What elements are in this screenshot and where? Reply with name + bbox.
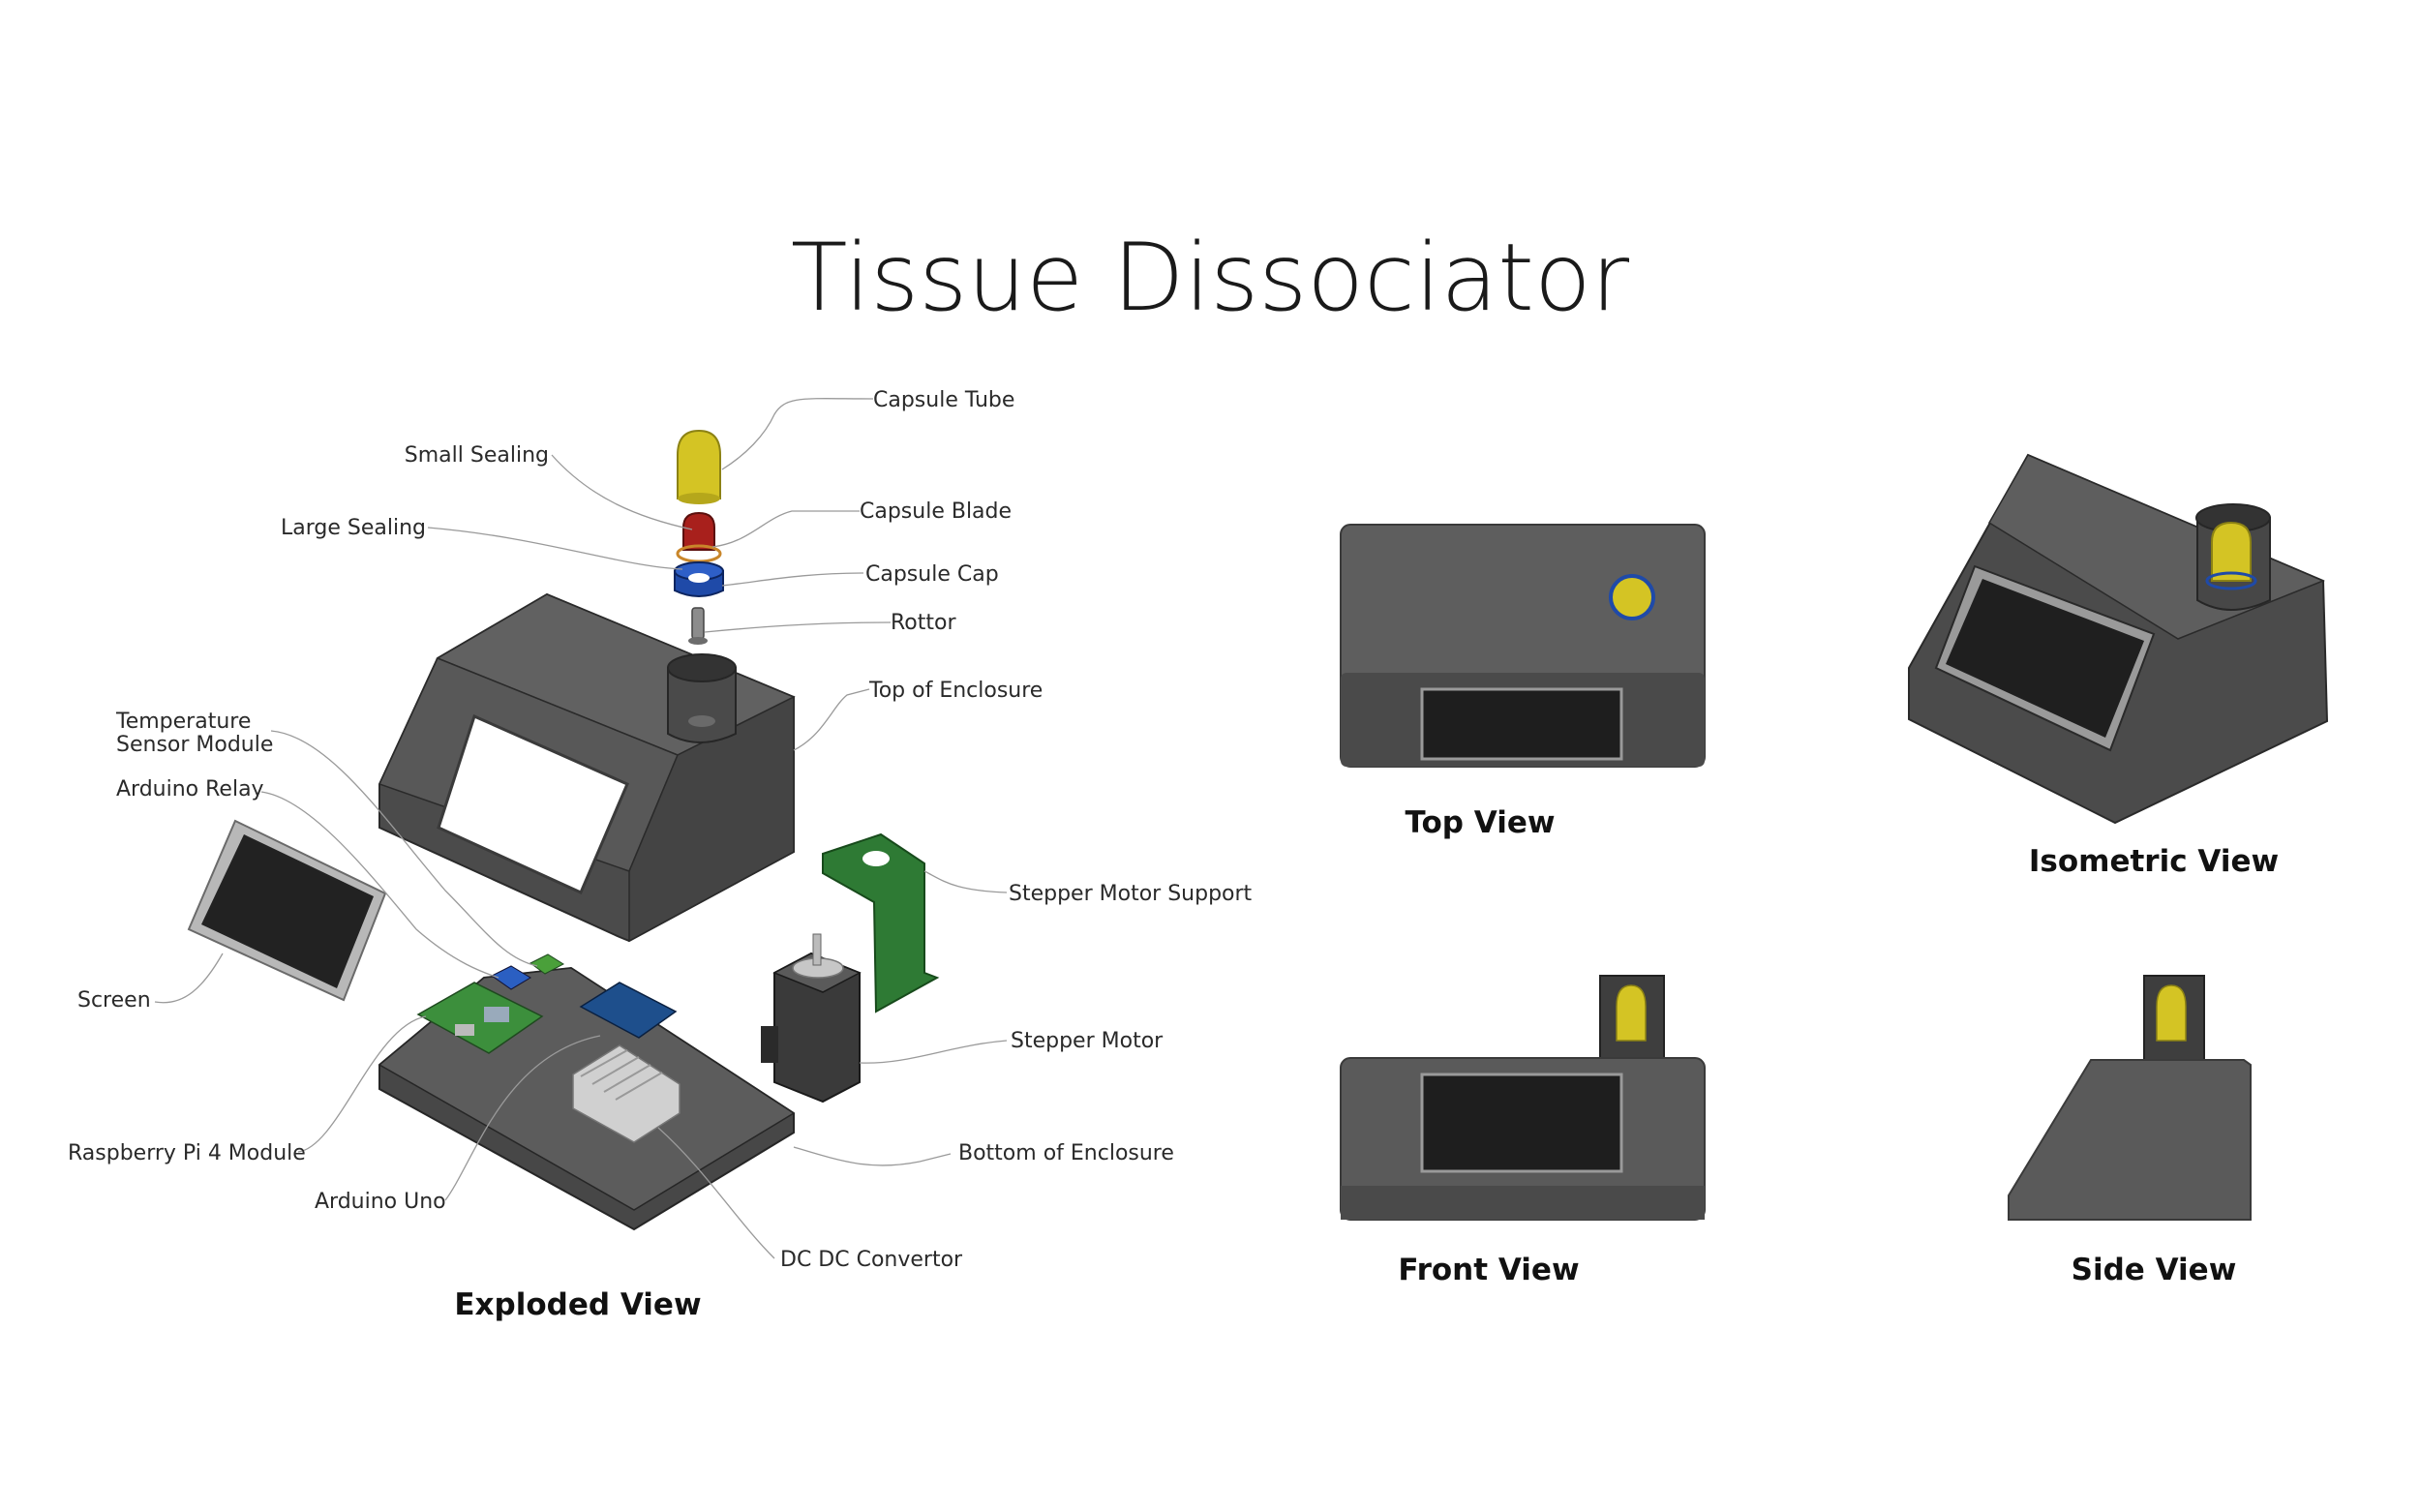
label-stepper-motor: Stepper Motor	[1011, 1029, 1164, 1053]
label-bottom-enclosure: Bottom of Enclosure	[958, 1141, 1174, 1165]
raspberry-pi-part	[416, 982, 544, 1054]
dcdc-converter-part	[572, 1044, 681, 1143]
capsule-cap-leader	[721, 572, 864, 587]
temp-sensor-leader	[270, 730, 538, 967]
label-dcdc: DC DC Convertor	[780, 1248, 963, 1272]
front-view: Front View	[1340, 975, 1706, 1287]
label-small-sealing: Small Sealing	[405, 443, 549, 468]
raspberry-pi-leader	[297, 1015, 427, 1153]
label-capsule-tube: Capsule Tube	[873, 388, 1014, 412]
top-enclosure-leader	[793, 688, 870, 751]
stepper-motor-part	[761, 933, 862, 1104]
label-top-enclosure: Top of Enclosure	[868, 679, 1043, 703]
page-title: Tissue Dissociator	[791, 224, 1630, 332]
label-arduino-uno: Arduino Uno	[315, 1190, 446, 1214]
bottom-enclosure-leader	[793, 1146, 952, 1166]
front-view-caption: Front View	[1398, 1253, 1579, 1287]
dcdc-leader	[657, 1127, 775, 1259]
label-temp-sensor-line2: Sensor Module	[116, 733, 273, 757]
label-rottor: Rottor	[891, 611, 956, 635]
temp-sensor-part	[529, 953, 565, 975]
stepper-motor-leader	[859, 1040, 1008, 1064]
exploded-view: Capsule Tube Small Sealing Capsule Blade…	[68, 388, 1253, 1322]
side-view: Side View	[2008, 975, 2252, 1287]
rottor-part	[688, 607, 708, 645]
label-arduino-relay: Arduino Relay	[116, 777, 264, 801]
top-enclosure-part	[378, 592, 796, 943]
label-screen: Screen	[77, 988, 151, 1013]
capsule-tube-leader	[721, 398, 874, 470]
label-large-sealing: Large Sealing	[281, 516, 426, 540]
label-stepper-support: Stepper Motor Support	[1009, 882, 1253, 906]
side-view-caption: Side View	[2072, 1253, 2237, 1287]
capsule-tube-part	[677, 429, 721, 504]
arduino-uno-leader	[444, 1035, 601, 1201]
arduino-relay-part	[491, 965, 531, 990]
top-view-caption: Top View	[1405, 805, 1555, 840]
isometric-view-caption: Isometric View	[2029, 844, 2279, 879]
stepper-support-part	[822, 832, 940, 1013]
large-sealing-leader	[427, 527, 683, 570]
stepper-support-leader	[923, 870, 1008, 893]
label-raspberry-pi: Raspberry Pi 4 Module	[68, 1141, 306, 1165]
rottor-leader	[704, 621, 892, 633]
label-capsule-blade: Capsule Blade	[860, 499, 1012, 524]
exploded-view-caption: Exploded View	[454, 1287, 701, 1322]
capsule-blade-part	[676, 511, 722, 563]
screen-part	[187, 819, 387, 1002]
label-capsule-cap: Capsule Cap	[865, 562, 999, 587]
top-view: Top View	[1340, 524, 1706, 840]
arduino-uno-part	[579, 982, 678, 1039]
arduino-relay-leader	[260, 791, 499, 979]
capsule-blade-leader	[711, 510, 860, 548]
capsule-cap-part	[674, 561, 724, 597]
isometric-view: Isometric View	[1908, 453, 2329, 879]
screen-leader	[154, 953, 224, 1004]
small-sealing-leader	[551, 454, 693, 530]
label-temp-sensor-line1: Temperature	[115, 710, 251, 734]
